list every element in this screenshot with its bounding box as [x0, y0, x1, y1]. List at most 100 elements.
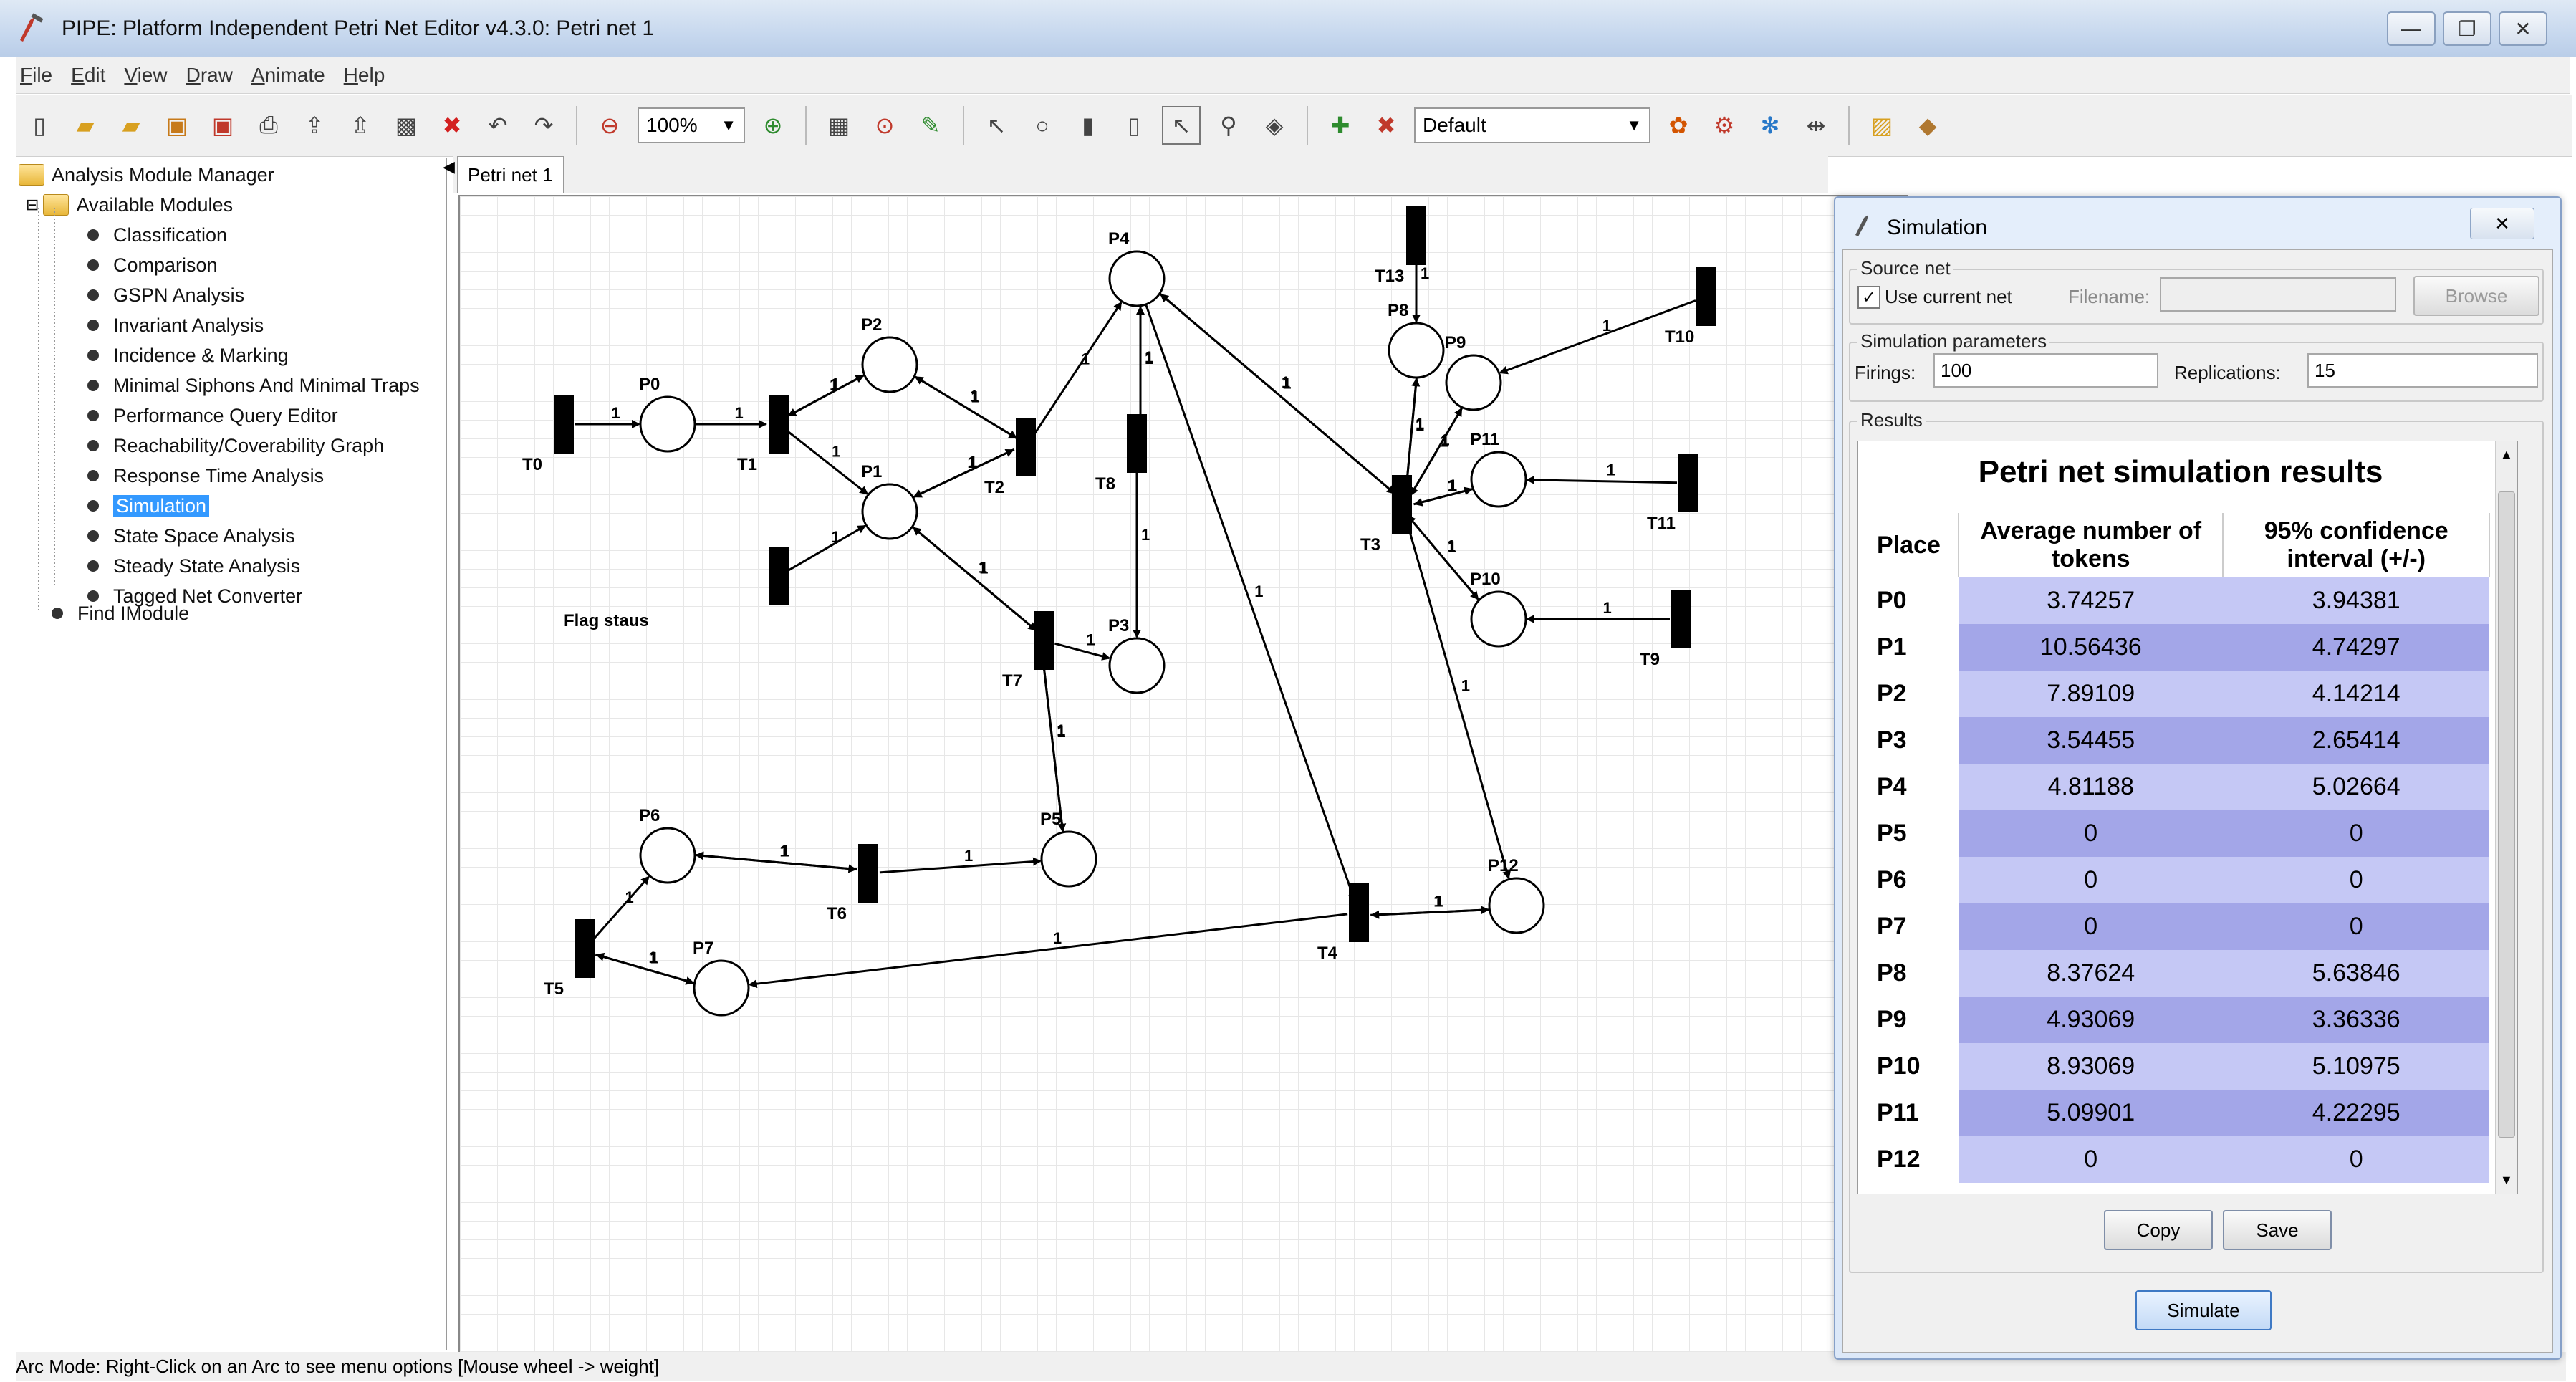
transition-flag[interactable]	[769, 547, 789, 605]
close-dialog-button[interactable]: ✕	[2470, 208, 2534, 239]
arc-t3-p10[interactable]	[1406, 514, 1479, 600]
tree-module-state-space-analysis[interactable]: State Space Analysis	[87, 522, 295, 550]
open-folder-icon[interactable]: ▰	[76, 112, 95, 138]
tree-module-invariant-analysis[interactable]: Invariant Analysis	[87, 311, 264, 340]
use-current-net-checkbox[interactable]: ✓	[1857, 286, 1880, 309]
arc-t6-p6[interactable]	[695, 851, 857, 871]
arc-t3-p4[interactable]	[1160, 293, 1397, 495]
menu-edit[interactable]: Edit	[71, 64, 106, 86]
arc-p4-t4[interactable]	[1145, 304, 1357, 902]
tree-module-incidence-marking[interactable]: Incidence & Marking	[87, 341, 289, 370]
arc-t2-p1[interactable]	[913, 448, 1015, 498]
redo-icon[interactable]: ↷	[534, 112, 554, 138]
layout-icon[interactable]: ⇹	[1806, 112, 1826, 138]
transition-t13[interactable]	[1406, 206, 1426, 265]
tree-module-performance-query-editor[interactable]: Performance Query Editor	[87, 401, 338, 430]
results-scroll-thumb[interactable]	[2498, 491, 2515, 1138]
tree-group-available[interactable]: ⊟ Available Modules	[26, 191, 233, 219]
scroll-up-icon[interactable]: ▲	[2500, 447, 2513, 461]
simulate-button[interactable]: Simulate	[2135, 1290, 2272, 1330]
maximize-button[interactable]: ❐	[2443, 11, 2491, 46]
menu-view[interactable]: View	[124, 64, 168, 86]
scroll-down-icon[interactable]: ▼	[2500, 1173, 2513, 1187]
tree-module-classification[interactable]: Classification	[87, 221, 227, 249]
tree-module-comparison[interactable]: Comparison	[87, 251, 218, 279]
tree-module-steady-state-analysis[interactable]: Steady State Analysis	[87, 552, 300, 580]
inhibitor-arc-icon[interactable]: ⚲	[1220, 112, 1237, 138]
select-pointer-icon[interactable]: ↖	[986, 112, 1006, 138]
save-icon[interactable]: ▣	[165, 112, 188, 138]
menu-animate[interactable]: Animate	[251, 64, 325, 86]
transition-t8[interactable]	[1127, 414, 1147, 473]
arc-t3-p8[interactable]	[1404, 378, 1421, 494]
arc-t3-p9[interactable]	[1409, 407, 1463, 496]
transition-t9[interactable]	[1671, 590, 1691, 648]
palette-icon[interactable]: ✿	[1668, 112, 1688, 138]
transition-t0[interactable]	[554, 395, 574, 454]
collapse-toggle-icon[interactable]: ⊟	[26, 196, 39, 213]
arc-t5-p7[interactable]	[595, 953, 695, 985]
zoom-select[interactable]: 100% ▼	[638, 107, 745, 143]
tree-find-imodule[interactable]: Find IModule	[52, 599, 189, 628]
firings-input[interactable]: 100	[1933, 353, 2158, 388]
tree-module-gspn-analysis[interactable]: GSPN Analysis	[87, 281, 244, 309]
arc-t7-p5[interactable]	[1041, 652, 1067, 832]
eraser-icon[interactable]: ◆	[1918, 112, 1937, 138]
tree-root[interactable]: Analysis Module Manager	[19, 160, 274, 189]
save-as-icon[interactable]: ▣	[211, 112, 234, 138]
tree-module-simulation[interactable]: Simulation	[87, 491, 210, 520]
arc-t2-p4[interactable]	[1031, 301, 1123, 438]
export-image-icon[interactable]: ⇫	[350, 112, 370, 138]
place-tool-icon[interactable]: ○	[1035, 112, 1049, 138]
arc-t10-p9[interactable]	[1499, 299, 1696, 375]
delete-icon[interactable]: ✖	[442, 112, 462, 138]
transition-t3[interactable]	[1392, 475, 1412, 534]
tab-petri-net-1[interactable]: Petri net 1	[457, 156, 564, 193]
transition-t11[interactable]	[1678, 454, 1698, 512]
zoom-out-icon[interactable]: ⊖	[600, 112, 620, 138]
arc-tool-icon[interactable]: ↖	[1162, 106, 1201, 145]
copy-button[interactable]: Copy	[2104, 1210, 2213, 1250]
close-net-icon[interactable]: ▩	[395, 112, 418, 138]
menu-help[interactable]: Help	[343, 64, 385, 86]
place-p12[interactable]	[1488, 877, 1545, 934]
arc-t4-p12[interactable]	[1370, 906, 1490, 916]
arc-t3-p12[interactable]	[1403, 514, 1512, 880]
arc-t6-p5[interactable]	[879, 857, 1042, 874]
place-p4[interactable]	[1108, 250, 1166, 307]
place-p6[interactable]	[639, 827, 696, 884]
delete-token-icon[interactable]: ✖	[1376, 112, 1396, 138]
results-scrollbar[interactable]: ▲ ▼	[2495, 441, 2517, 1194]
arc-t5-p6[interactable]	[592, 875, 650, 941]
transition-t5[interactable]	[575, 919, 595, 978]
arc-t3-p11[interactable]	[1413, 486, 1474, 506]
replications-input[interactable]: 15	[2307, 353, 2538, 388]
tree-module-reachability-coverability-graph[interactable]: Reachability/Coverability Graph	[87, 431, 384, 460]
zoom-in-icon[interactable]: ⊕	[763, 112, 783, 138]
place-p2[interactable]	[861, 336, 918, 393]
tree-module-tagged-net-converter[interactable]: Tagged Net Converter	[87, 582, 302, 610]
timed-transition-icon[interactable]: ▯	[1128, 112, 1140, 138]
filename-field[interactable]	[2160, 277, 2396, 312]
results-panel[interactable]: Petri net simulation results Place Avera…	[1857, 441, 2518, 1194]
save-button[interactable]: Save	[2223, 1210, 2332, 1250]
immediate-transition-icon[interactable]: ▮	[1082, 112, 1095, 138]
arc-flag-p1[interactable]	[788, 524, 867, 572]
new-file-icon[interactable]: ▯	[33, 112, 46, 138]
transition-t7[interactable]	[1034, 611, 1054, 670]
arc-t2-p2[interactable]	[914, 376, 1019, 440]
token-style-select[interactable]: Default ▼	[1414, 107, 1650, 143]
place-p0[interactable]	[639, 395, 696, 453]
open-example-icon[interactable]: ▰	[122, 112, 140, 138]
close-window-button[interactable]: ✕	[2499, 11, 2547, 46]
arc-t11-p11[interactable]	[1525, 475, 1678, 484]
arc-t7-p3[interactable]	[1054, 642, 1111, 661]
map-icon[interactable]: ✎	[921, 112, 941, 138]
tabs-scroll-left-icon[interactable]: ◀	[443, 158, 455, 176]
place-p1[interactable]	[861, 483, 918, 540]
arc-p2-t1[interactable]	[787, 374, 865, 417]
animate-icon[interactable]: ▨	[1870, 112, 1893, 138]
place-p8[interactable]	[1388, 322, 1445, 379]
